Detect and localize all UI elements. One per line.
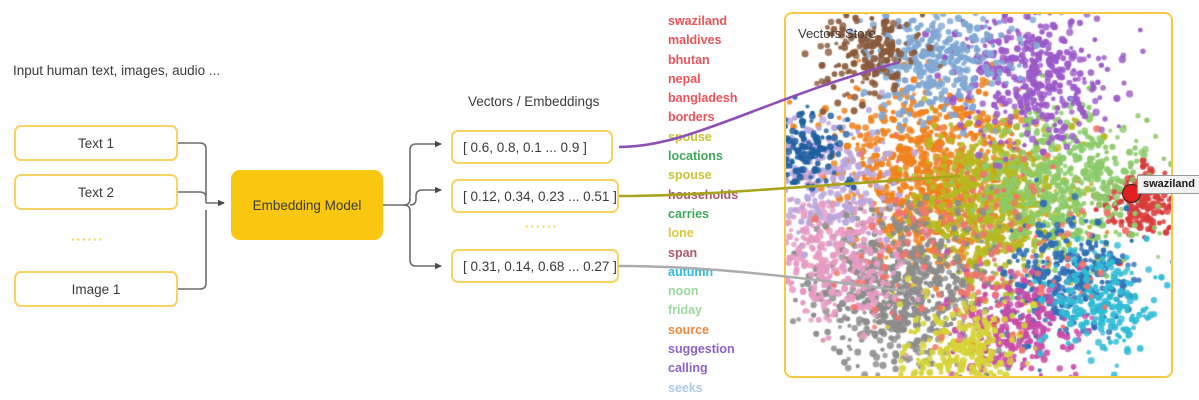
vector-box-3[interactable]: [ 0.31, 0.14, 0.68 ... 0.27 ] xyxy=(451,249,619,283)
word-list-item: bhutan xyxy=(668,52,710,67)
word-list-item: autumn xyxy=(668,264,714,279)
word-list-item: nepal xyxy=(668,71,701,86)
word-list-item: suggestion xyxy=(668,342,735,357)
word-list-item: bangladesh xyxy=(668,91,738,106)
input-ellipsis: ······ xyxy=(71,232,105,247)
word-list-item: friday xyxy=(668,303,703,318)
word-list-item: source xyxy=(668,322,709,337)
word-list-item: locations xyxy=(668,149,723,164)
word-list-item: span xyxy=(668,245,698,260)
word-list-item: noon xyxy=(668,284,699,299)
word-list-item: borders xyxy=(668,110,715,125)
embedding-model-node[interactable]: Embedding Model xyxy=(231,170,383,240)
vectors-ellipsis: ······ xyxy=(525,219,559,234)
word-list-item: spouse xyxy=(668,129,712,144)
input-box-text-1[interactable]: Text 1 xyxy=(14,125,178,161)
vectors-title: Vectors / Embeddings xyxy=(468,94,600,109)
vector-box-1[interactable]: [ 0.6, 0.8, 0.1 ... 0.9 ] xyxy=(451,130,613,164)
word-list-item: seeks xyxy=(668,380,703,395)
embedding-scatter-plot xyxy=(786,14,1171,376)
input-box-text-2[interactable]: Text 2 xyxy=(14,174,178,210)
word-list-item: carries xyxy=(668,206,710,221)
word-list-item: maldives xyxy=(668,33,722,48)
vector-box-2[interactable]: [ 0.12, 0.34, 0.23 ... 0.51 ] xyxy=(451,179,619,213)
word-list-item: households xyxy=(668,187,739,202)
highlighted-point-label: swaziland xyxy=(1137,175,1199,194)
word-list-item: lone xyxy=(668,226,694,241)
word-list-item: calling xyxy=(668,361,708,376)
word-list: swaziland maldives bhutan nepal bangladesh bo… xyxy=(668,12,780,398)
input-box-image-1[interactable]: Image 1 xyxy=(14,271,178,307)
vectors-store-title: Vectors Store xyxy=(798,26,877,41)
word-list-item: spouse xyxy=(668,168,712,183)
word-list-item: swaziland xyxy=(668,14,728,28)
input-caption: Input human text, images, audio ... xyxy=(13,63,221,78)
